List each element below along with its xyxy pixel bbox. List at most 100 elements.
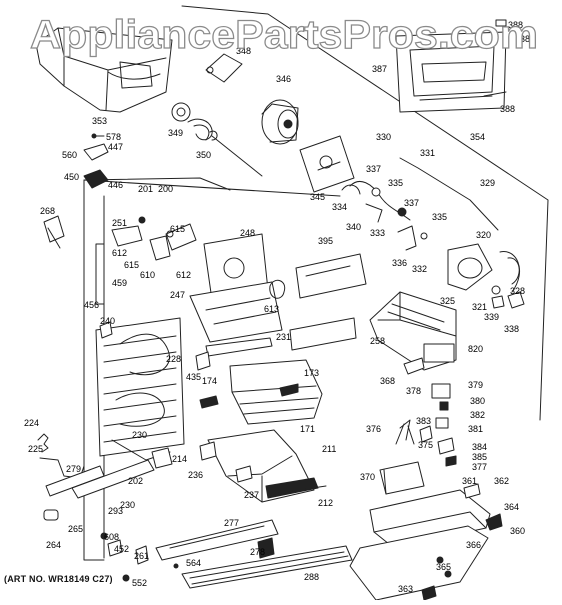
callout-c-450: 450 <box>64 172 79 182</box>
callout-c-329: 329 <box>480 178 495 188</box>
callout-c-366: 366 <box>466 540 481 550</box>
callout-c-578: 578 <box>106 132 121 142</box>
part-174-clip <box>199 395 219 409</box>
callout-c-385: 385 <box>472 452 487 462</box>
part-435 <box>195 351 211 371</box>
callout-c-236: 236 <box>188 470 203 480</box>
callout-c-293: 293 <box>108 506 123 516</box>
callout-c-230b: 230 <box>120 500 135 510</box>
callout-c-268: 268 <box>40 206 55 216</box>
callout-c-335b: 335 <box>432 212 447 222</box>
icemaker-plate <box>299 135 355 193</box>
cabinet-top-edge <box>83 177 231 191</box>
callout-c-225: 225 <box>28 444 43 454</box>
callout-c-388a: 388 <box>508 20 523 30</box>
kickplate-288 <box>181 545 353 589</box>
callout-c-349: 349 <box>168 128 183 138</box>
callout-c-224: 224 <box>24 418 39 428</box>
callout-c-380: 380 <box>470 396 485 406</box>
callout-c-247: 247 <box>170 290 185 300</box>
callout-c-330: 330 <box>376 132 391 142</box>
part-264-caster <box>43 509 59 521</box>
callout-c-328: 328 <box>510 286 525 296</box>
callout-c-435: 435 <box>186 372 201 382</box>
callout-c-345: 345 <box>310 192 325 202</box>
callout-c-333: 333 <box>370 228 385 238</box>
callout-c-334: 334 <box>332 202 347 212</box>
callout-c-381: 381 <box>468 424 483 434</box>
callout-c-335a: 335 <box>388 178 403 188</box>
callout-c-264: 264 <box>46 540 61 550</box>
control-housing <box>349 461 503 601</box>
part-321-gear <box>491 285 501 295</box>
callout-c-456: 456 <box>84 300 99 310</box>
water-valve-group <box>395 357 457 467</box>
callout-c-202: 202 <box>128 476 143 486</box>
callout-c-171: 171 <box>300 424 315 434</box>
callout-c-200: 200 <box>158 184 173 194</box>
dispenser-parts <box>83 133 109 189</box>
callout-c-337a: 337 <box>366 164 381 174</box>
callout-c-261: 261 <box>134 551 149 561</box>
callout-c-237: 237 <box>244 490 259 500</box>
fan-shroud <box>165 223 286 343</box>
callout-c-360: 360 <box>510 526 525 536</box>
callout-c-265: 265 <box>68 524 83 534</box>
callout-c-447: 447 <box>108 142 123 152</box>
ice-tray-shelf <box>229 359 323 425</box>
callout-c-379: 379 <box>468 380 483 390</box>
callout-c-337b: 337 <box>404 198 419 208</box>
callout-c-388b: 388 <box>500 104 515 114</box>
callout-c-321: 321 <box>472 302 487 312</box>
callout-c-231: 231 <box>276 332 291 342</box>
callout-c-288: 288 <box>304 572 319 582</box>
callout-c-383b: 383 <box>416 416 431 426</box>
callout-c-320: 320 <box>476 230 491 240</box>
callout-c-375: 375 <box>418 440 433 450</box>
actuator-rod <box>399 157 499 231</box>
callout-c-365: 365 <box>436 562 451 572</box>
evaporator <box>95 317 185 461</box>
callout-c-384: 384 <box>472 442 487 452</box>
dispenser-door <box>395 31 507 113</box>
part-564-screw <box>173 563 179 569</box>
callout-c-277: 277 <box>224 518 239 528</box>
callout-c-325: 325 <box>440 296 455 306</box>
callout-c-230: 230 <box>132 430 147 440</box>
callout-c-348: 348 <box>236 46 251 56</box>
callout-c-364: 364 <box>504 502 519 512</box>
callout-c-452: 452 <box>114 544 129 554</box>
wiring-harness <box>111 216 174 261</box>
part-237 <box>235 465 253 483</box>
callout-c-459: 459 <box>112 278 127 288</box>
callout-c-612a: 612 <box>112 248 127 258</box>
callout-c-615b: 615 <box>124 260 139 270</box>
callout-c-378: 378 <box>406 386 421 396</box>
icemaker-motor <box>447 243 521 293</box>
callout-c-350: 350 <box>196 150 211 160</box>
part-388-clip <box>495 19 507 27</box>
callout-c-615a: 615 <box>170 224 185 234</box>
callout-c-395: 395 <box>318 236 333 246</box>
callout-c-560: 560 <box>62 150 77 160</box>
callout-c-340: 340 <box>346 222 361 232</box>
callout-c-377: 377 <box>472 462 487 472</box>
callout-c-258: 258 <box>370 336 385 346</box>
part-339-tab <box>491 295 505 309</box>
callout-c-240: 240 <box>100 316 115 326</box>
part-236 <box>199 441 217 461</box>
callout-c-612b: 612 <box>176 270 191 280</box>
callout-c-362: 362 <box>494 476 509 486</box>
part-240-clip <box>99 321 113 339</box>
ice-bucket <box>35 27 173 113</box>
callout-c-214: 214 <box>172 454 187 464</box>
art-number: (ART NO. WR18149 C27) <box>4 574 113 584</box>
kickplate-grille <box>189 551 349 585</box>
rail-277-line <box>169 525 265 549</box>
rear-panel <box>295 253 367 299</box>
callout-c-338: 338 <box>504 324 519 334</box>
callout-c-552: 552 <box>132 578 147 588</box>
auger-assembly <box>171 102 263 177</box>
ice-deflector-258 <box>289 317 357 351</box>
callout-c-564: 564 <box>186 558 201 568</box>
